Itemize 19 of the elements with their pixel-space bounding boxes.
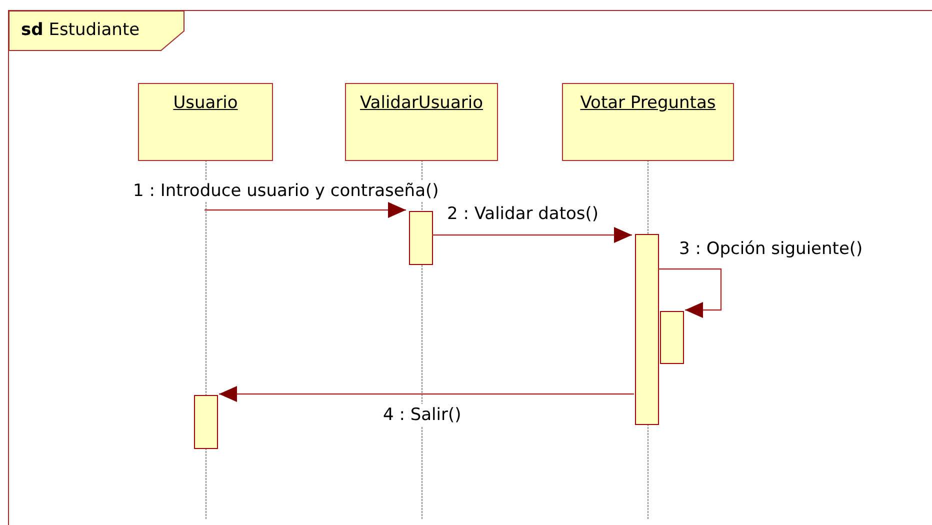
message-arrow bbox=[204, 202, 406, 218]
lifeline-head-box bbox=[345, 83, 498, 161]
activation-bar bbox=[409, 211, 433, 265]
activation-bar bbox=[194, 395, 218, 449]
object-name: ValidarUsuario bbox=[360, 92, 483, 115]
lifeline-head-box bbox=[138, 83, 273, 161]
object-name: Usuario bbox=[173, 92, 238, 115]
lifeline-head-box bbox=[562, 83, 734, 161]
message-arrow bbox=[658, 268, 722, 318]
activation-bar bbox=[660, 311, 684, 364]
message-label: 4 : Salir() bbox=[383, 404, 462, 426]
message-arrow bbox=[432, 227, 632, 243]
message-label: 1 : Introduce usuario y contraseña() bbox=[133, 180, 439, 202]
message-label: 3 : Opción siguiente() bbox=[679, 238, 863, 260]
frame bbox=[8, 10, 932, 525]
frame-title: sd Estudiante bbox=[21, 20, 140, 40]
message-arrow bbox=[219, 386, 634, 402]
activation-bar bbox=[635, 234, 659, 425]
object-name: Votar Preguntas bbox=[580, 92, 716, 115]
